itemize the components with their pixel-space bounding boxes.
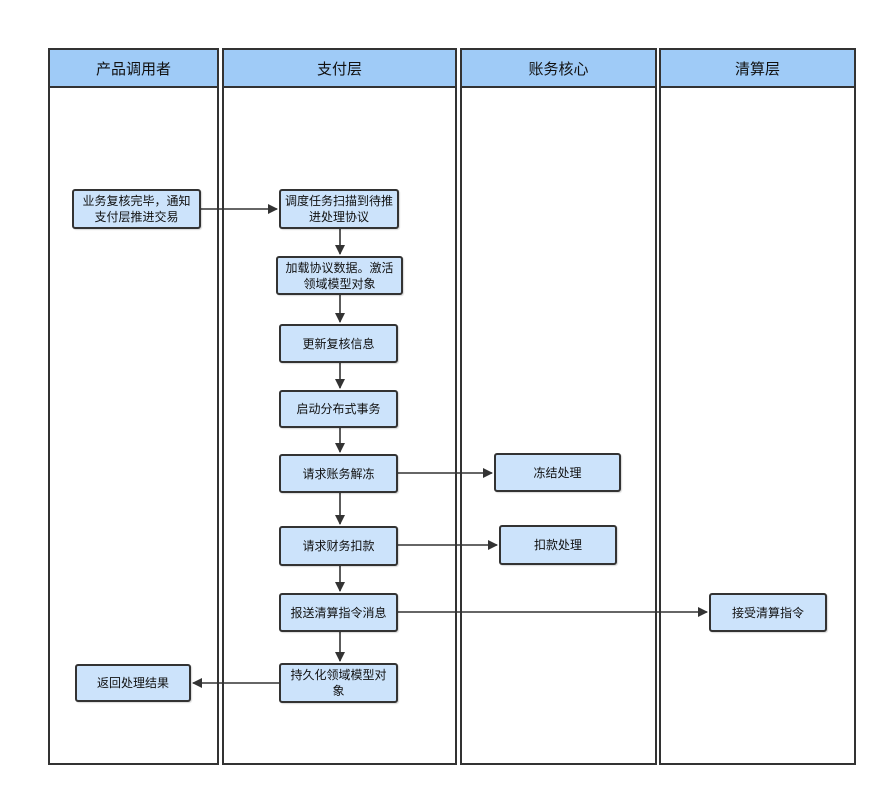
lane-product-caller: 产品调用者 (48, 48, 219, 765)
node-return-result: 返回处理结果 (75, 664, 191, 702)
lane-header: 产品调用者 (50, 50, 217, 88)
node-scan-agreements: 调度任务扫描到待推进处理协议 (279, 189, 399, 229)
node-deduct-processing: 扣款处理 (499, 525, 617, 565)
lane-clearing-layer: 清算层 (659, 48, 856, 765)
lane-header: 清算层 (661, 50, 854, 88)
node-request-unfreeze: 请求账务解冻 (279, 454, 398, 493)
lane-accounting-core: 账务核心 (460, 48, 657, 765)
node-receive-clearing: 接受清算指令 (709, 593, 827, 632)
node-freeze-processing: 冻结处理 (494, 453, 621, 492)
node-persist-model: 持久化领域模型对象 (279, 663, 398, 703)
node-start-transaction: 启动分布式事务 (279, 390, 398, 428)
lane-header: 账务核心 (462, 50, 655, 88)
node-request-deduct: 请求财务扣款 (279, 526, 398, 566)
node-send-clearing: 报送清算指令消息 (279, 593, 398, 632)
node-notify-payment: 业务复核完毕，通知支付层推进交易 (72, 189, 201, 229)
lane-header: 支付层 (224, 50, 455, 88)
node-load-data: 加载协议数据。激活领域模型对象 (276, 256, 403, 295)
node-update-review: 更新复核信息 (279, 324, 398, 363)
